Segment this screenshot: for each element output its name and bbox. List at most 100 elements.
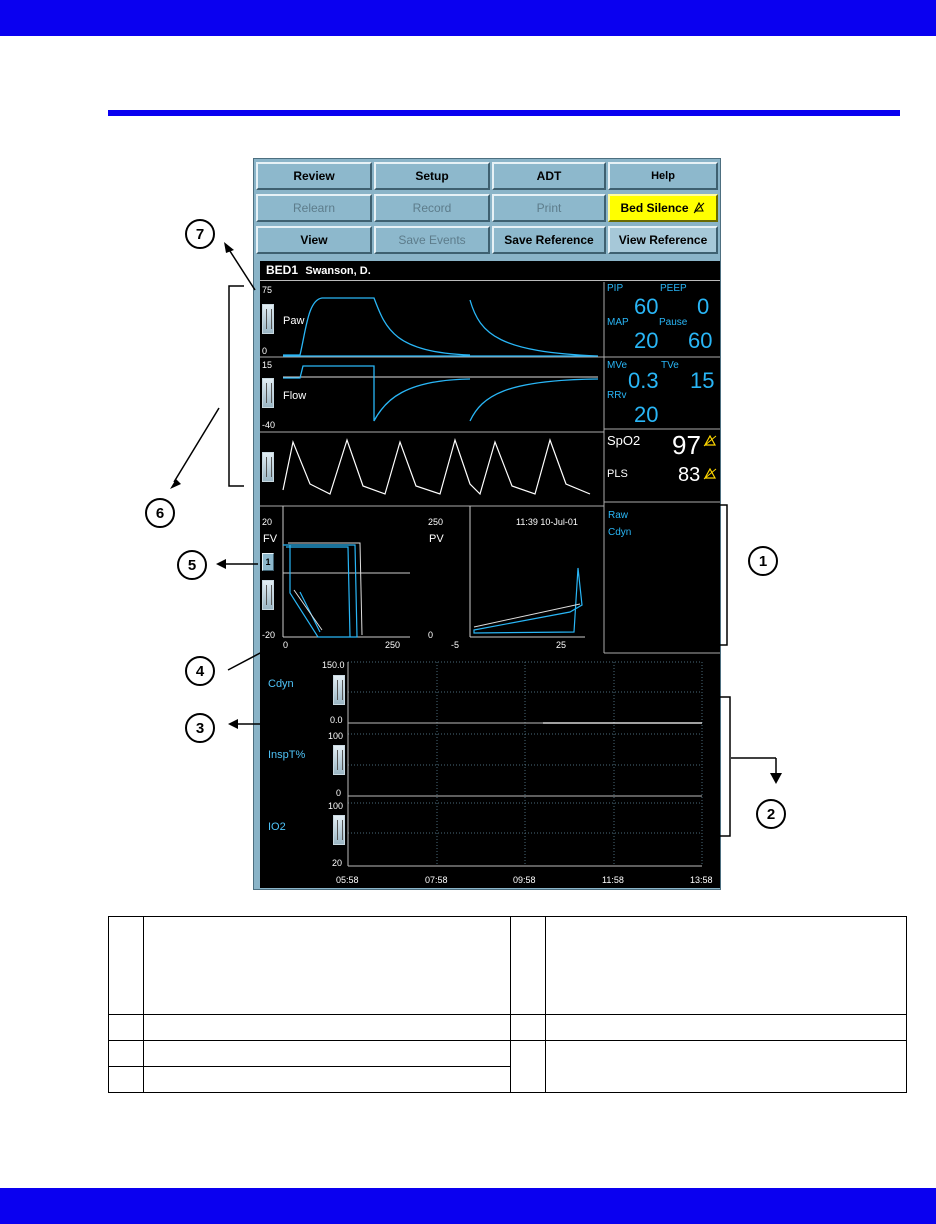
bed-label: BED1 [266, 263, 299, 277]
legend-cell [108, 1014, 144, 1041]
fv-label: FV [263, 533, 278, 545]
loop-timestamp: 11:39 10-Jul-01 [516, 517, 578, 527]
pip-value: 60 [634, 294, 659, 319]
trend-time-4: 11:58 [602, 875, 624, 885]
inspt-trend-slider[interactable] [333, 745, 345, 775]
review-button[interactable]: Review [256, 162, 372, 190]
legend-cell [545, 1040, 907, 1093]
flow-scale-max: 15 [262, 360, 273, 370]
fv-ymax: 20 [262, 517, 273, 527]
trend-time-2: 07:58 [425, 875, 448, 885]
pleth-scale-slider[interactable] [262, 452, 274, 482]
pleth-waveform [282, 437, 591, 496]
alarm-off-icon [693, 202, 704, 214]
pv-reference-loop [473, 603, 581, 628]
spo2-value: 97 [672, 430, 701, 460]
inspt-trend-max: 100 [328, 731, 344, 741]
patient-name: Swanson, D. [305, 265, 371, 277]
pv-loop [473, 567, 583, 634]
save-reference-button[interactable]: Save Reference [492, 226, 606, 254]
paw-scale-slider[interactable] [262, 304, 274, 334]
paw-label: Paw [283, 315, 305, 327]
cdyn-trend-slider[interactable] [333, 675, 345, 705]
pip-label: PIP [607, 283, 624, 294]
relearn-button[interactable]: Relearn [256, 194, 372, 222]
rrv-label: RRv [607, 390, 627, 401]
patient-header: BED1 Swanson, D. [260, 261, 720, 281]
flow-label: Flow [283, 390, 307, 402]
inspt-trend-label: InspT% [268, 749, 306, 761]
fv-xmin: 0 [283, 640, 289, 650]
legend-cell [143, 1014, 511, 1041]
pv-ymin: 0 [428, 630, 434, 640]
legend-cell [545, 1014, 907, 1041]
page-bottom-bar [0, 1188, 936, 1224]
adt-button[interactable]: ADT [492, 162, 606, 190]
legend-cell [510, 916, 546, 1015]
fv-ymin: -20 [262, 630, 276, 640]
fv-xmax: 250 [385, 640, 401, 650]
setup-button[interactable]: Setup [374, 162, 490, 190]
pause-label: Pause [659, 317, 688, 328]
pv-xmin: -5 [451, 640, 460, 650]
spo2-alarm-off-icon [703, 435, 717, 447]
legend-cell [143, 1040, 511, 1067]
list-item-raw[interactable]: Raw [608, 510, 629, 521]
paw-waveform [283, 297, 599, 357]
peep-value: 0 [697, 294, 710, 319]
callout-6: 6 [145, 498, 175, 528]
flow-scale-slider[interactable] [262, 378, 274, 408]
pls-label: PLS [607, 468, 628, 480]
legend-cell [510, 1014, 546, 1041]
title-rule [108, 110, 900, 116]
cdyn-trend-min: 0.0 [330, 715, 343, 725]
callout-3: 3 [185, 713, 215, 743]
io2-trend-slider[interactable] [333, 815, 345, 845]
legend-cell [108, 1066, 144, 1093]
pause-value: 60 [688, 328, 713, 353]
list-item-cdyn[interactable]: Cdyn [608, 527, 632, 538]
pv-ymax: 250 [428, 517, 444, 527]
callout-2: 2 [756, 799, 786, 829]
bed-silence-label: Bed Silence [620, 201, 689, 215]
pls-value: 83 [678, 464, 701, 486]
legend-cell [143, 916, 511, 1015]
print-button[interactable]: Print [492, 194, 606, 222]
paw-scale-min: 0 [262, 346, 268, 356]
legend-cell [108, 916, 144, 1015]
mve-value: 0.3 [628, 368, 659, 393]
flow-scale-min: -40 [262, 420, 276, 430]
map-value: 20 [634, 328, 659, 353]
fv-scale-slider[interactable] [262, 580, 274, 610]
callout-4: 4 [185, 656, 215, 686]
tve-label: TVe [661, 360, 679, 371]
view-button[interactable]: View [256, 226, 372, 254]
fv-reference-loop [288, 542, 363, 636]
bed-silence-button[interactable]: Bed Silence [608, 194, 718, 222]
callout-7: 7 [185, 219, 215, 249]
pls-alarm-off-icon [703, 468, 717, 480]
record-button[interactable]: Record [374, 194, 490, 222]
view-reference-button[interactable]: View Reference [608, 226, 718, 254]
help-button[interactable]: Help [608, 162, 718, 190]
spo2-label: SpO2 [607, 433, 641, 448]
cdyn-trend-max: 150.0 [322, 660, 345, 670]
legend-table [108, 916, 907, 1093]
fv-reference-button[interactable]: 1 [262, 553, 274, 571]
callout-5: 5 [177, 550, 207, 580]
legend-cell [108, 1040, 144, 1067]
pv-xmax: 25 [556, 640, 567, 650]
save-events-button[interactable]: Save Events [374, 226, 490, 254]
flow-waveform [283, 365, 599, 422]
mve-label: MVe [607, 360, 628, 371]
peep-label: PEEP [660, 283, 687, 294]
inspt-trend-min: 0 [336, 788, 342, 798]
io2-trend-max: 100 [328, 801, 344, 811]
pv-label: PV [429, 533, 444, 545]
io2-trend-label: IO2 [268, 821, 286, 833]
rrv-value: 20 [634, 402, 659, 427]
map-label: MAP [607, 317, 629, 328]
callout-1: 1 [748, 546, 778, 576]
page-top-bar [0, 0, 936, 36]
